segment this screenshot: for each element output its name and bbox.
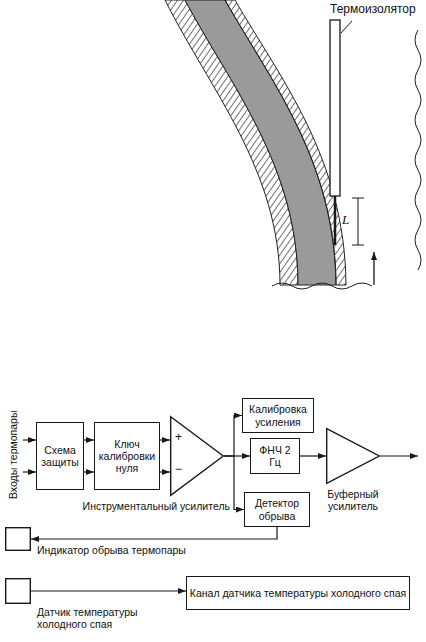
instrumentation-amplifier: Инструментальный усилитель bbox=[170, 416, 224, 496]
break-indicator: Индикатор обрыва термопары bbox=[5, 527, 31, 551]
indicator-square bbox=[5, 527, 31, 551]
output-wire bbox=[380, 455, 418, 456]
part-name: Термоизолятор bbox=[330, 3, 416, 16]
leader-line bbox=[341, 21, 352, 33]
thermocouple-probe bbox=[334, 196, 337, 245]
dimension-line bbox=[358, 198, 359, 245]
break-detector-box: Детектор обрыва bbox=[244, 492, 310, 527]
flow-arrow bbox=[373, 252, 374, 285]
signal-connector bbox=[31, 527, 277, 539]
signal-wire bbox=[84, 471, 94, 472]
amplifier-outline bbox=[171, 417, 224, 496]
signal-connector bbox=[31, 590, 186, 591]
amplifier-outline bbox=[327, 429, 380, 484]
thermocouple-sleeve bbox=[330, 20, 340, 196]
pin-sign: + bbox=[175, 431, 182, 444]
box-label: Калибровка усиления bbox=[245, 403, 311, 427]
box-label: Схема защиты bbox=[39, 444, 81, 468]
input-wire bbox=[23, 471, 36, 472]
pipe-insulation-inner bbox=[225, 0, 346, 285]
amplifier-triangle bbox=[326, 428, 380, 484]
box-label: ФНЧ 2 Гц bbox=[253, 444, 297, 468]
pin-sign: − bbox=[175, 463, 182, 476]
input-wire bbox=[23, 439, 36, 440]
node-caption: Датчик температуры холодного спая bbox=[37, 606, 183, 630]
box-label: Ключ калибровки нуля bbox=[97, 438, 157, 474]
box-label: Детектор обрыва bbox=[247, 497, 307, 521]
dimension-tick bbox=[352, 198, 364, 199]
amplifier-triangle bbox=[170, 416, 224, 496]
protection-box: Схема защиты bbox=[36, 422, 84, 490]
signal-connector bbox=[160, 439, 170, 440]
indicator-outline bbox=[6, 528, 31, 551]
cold-junction-sensor: Датчик температуры холодного спая bbox=[5, 578, 31, 604]
indicator-outline bbox=[6, 579, 31, 604]
signal-connector bbox=[84, 439, 94, 440]
dimension-label: L bbox=[341, 213, 350, 227]
signal-connector bbox=[300, 455, 326, 456]
node-caption: Инструментальный усилитель bbox=[83, 500, 230, 512]
box-label: Канал датчика температуры холодного спая bbox=[190, 587, 406, 599]
signal-wire bbox=[160, 471, 170, 472]
cut-line bbox=[272, 283, 372, 289]
cold-junction-channel-box: Канал датчика температуры холодного спая bbox=[186, 576, 410, 610]
lowpass-filter-box: ФНЧ 2 Гц bbox=[250, 438, 300, 474]
indicator-square bbox=[5, 578, 31, 604]
gain-calibration-box: Калибровка усиления bbox=[242, 398, 314, 433]
dimension-tick bbox=[352, 245, 364, 246]
signal-connector bbox=[224, 416, 242, 457]
section-boundary bbox=[415, 30, 421, 270]
node-caption: Буферный усилитель bbox=[312, 488, 394, 512]
zero-calibration-switch: Ключ калибровки нуля bbox=[94, 422, 160, 490]
buffer-amplifier: Буферный усилитель bbox=[326, 428, 380, 484]
node-caption: Индикатор обрыва термопары bbox=[37, 544, 217, 556]
signal-name: Входы термопары bbox=[8, 405, 20, 505]
